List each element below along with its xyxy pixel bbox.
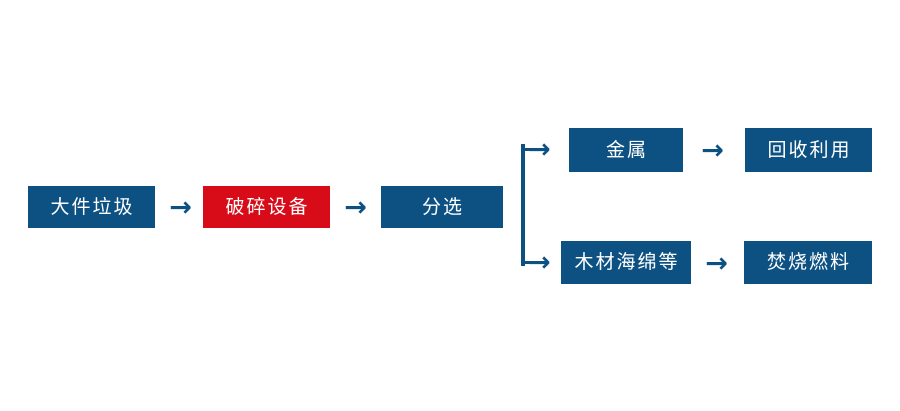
arrow-right-icon-1: → xyxy=(169,191,192,223)
branch-arrow-lower-icon: → xyxy=(528,247,551,278)
node-label: 分选 xyxy=(421,195,464,218)
branch-arrow-upper-icon: → xyxy=(528,134,551,165)
branch-stub-lower xyxy=(521,261,539,264)
node-label: 焚烧燃料 xyxy=(766,251,851,273)
branch-stub-upper xyxy=(521,148,539,151)
node-label: 金属 xyxy=(605,138,648,161)
node-incineration-fuel[interactable]: 焚烧燃料 xyxy=(744,241,872,284)
node-recycling[interactable]: 回收利用 xyxy=(745,128,872,172)
node-wood-sponge[interactable]: 木材海绵等 xyxy=(561,241,691,284)
node-input-bulky-waste[interactable]: 大件垃圾 xyxy=(28,186,155,228)
node-sorting[interactable]: 分选 xyxy=(381,186,503,228)
node-crushing-equipment[interactable]: 破碎设备 xyxy=(203,186,330,228)
arrow-right-icon-3: → xyxy=(701,134,724,166)
branch-trunk-line xyxy=(521,144,525,266)
arrow-right-icon-4: → xyxy=(705,247,728,279)
node-label: 破碎设备 xyxy=(225,195,310,218)
arrow-right-icon-2: → xyxy=(344,191,367,223)
node-label: 木材海绵等 xyxy=(574,251,680,273)
node-metal[interactable]: 金属 xyxy=(569,128,683,172)
node-label: 回收利用 xyxy=(767,138,852,161)
node-label: 大件垃圾 xyxy=(50,195,135,218)
